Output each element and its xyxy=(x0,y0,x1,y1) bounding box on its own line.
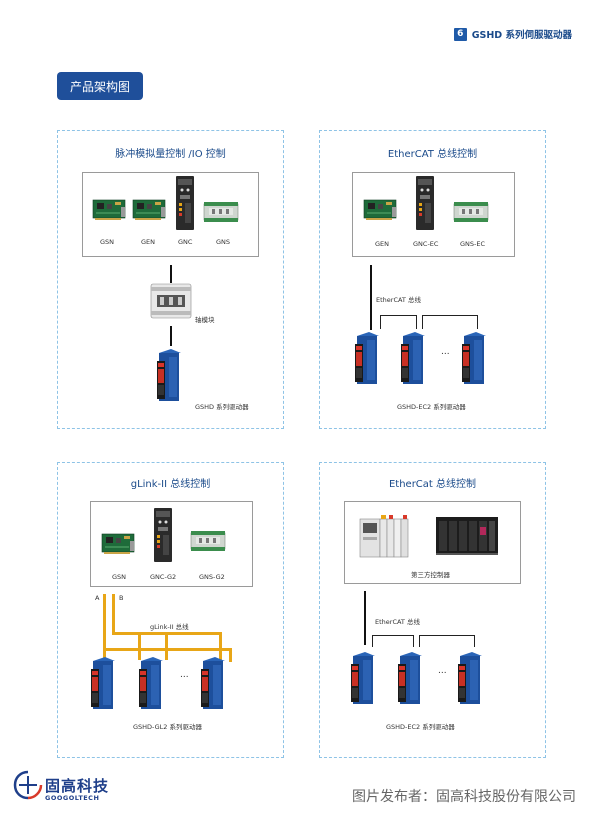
device-label: GNS-G2 xyxy=(199,573,225,581)
device-label: GEN xyxy=(375,240,390,248)
bus-link xyxy=(419,635,420,647)
servo-drive-image xyxy=(401,332,425,384)
controller-label: 第三方控制器 xyxy=(411,571,450,579)
logo-text: 固高科技 xyxy=(45,777,110,795)
glink-bus-drop xyxy=(138,635,141,660)
port-a-label: A xyxy=(95,594,100,602)
logo-subtext: GOOGOLTECH xyxy=(45,794,100,802)
bus-link xyxy=(413,635,414,647)
connection-line xyxy=(170,326,172,346)
servo-drive-image xyxy=(91,657,115,709)
panel-glink: gLink-II 总线控制 GSN GNC-G2 GNS-G2 A B gLin… xyxy=(57,462,284,758)
glink-bus-b xyxy=(112,594,115,634)
port-b-label: B xyxy=(119,594,124,602)
gen-card-image xyxy=(363,199,397,221)
device-label: GSN xyxy=(112,573,127,581)
driver-label: GSHD 系列驱动器 xyxy=(195,403,249,411)
servo-drive-image xyxy=(351,652,375,704)
gnc-ec-controller-image xyxy=(416,176,434,230)
panel-ethercat: EtherCAT 总线控制 GEN GNC-EC GNS-EC EtherCAT… xyxy=(319,130,546,429)
bus-label: EtherCAT 总线 xyxy=(376,296,421,304)
bus-link xyxy=(419,635,475,636)
servo-drive-image xyxy=(462,332,486,384)
panel-title: 脉冲模拟量控制 /IO 控制 xyxy=(115,149,226,160)
connection-line xyxy=(170,265,172,283)
gsn-card-image xyxy=(101,533,135,555)
bus-link xyxy=(422,315,423,329)
bus-link xyxy=(380,315,417,316)
gnc-controller-image xyxy=(176,176,194,230)
device-label: GEN xyxy=(141,238,156,246)
glink-bus-a xyxy=(103,594,106,650)
bus-link xyxy=(422,315,478,316)
watermark: 图片发布者：固高科技股份有限公司 xyxy=(352,789,576,805)
panel-title: gLink-II 总线控制 xyxy=(130,479,211,490)
servo-drive-image xyxy=(139,657,163,709)
header-title: GSHD 系列伺服驱动器 xyxy=(471,30,572,41)
bus-link xyxy=(477,315,478,329)
bus-link xyxy=(416,315,417,329)
glink-bus-drop xyxy=(229,648,232,662)
axis-module-label: 轴模块 xyxy=(195,316,215,324)
device-label: GSN xyxy=(100,238,115,246)
ethercat-bus-line xyxy=(364,591,366,645)
panel-ethercat-third-party: EtherCat 总线控制 第三方控制器 EtherCAT 总线 ... GSH… xyxy=(319,462,546,758)
ellipsis: ... xyxy=(180,670,189,680)
servo-drive-image xyxy=(458,652,482,704)
bus-link xyxy=(372,635,414,636)
servo-drive-image xyxy=(355,332,379,384)
ellipsis: ... xyxy=(438,666,447,676)
plc-controller-image xyxy=(359,515,409,558)
bus-link xyxy=(474,635,475,647)
bus-label: gLink-II 总线 xyxy=(150,623,189,631)
device-label: GNC-G2 xyxy=(150,573,177,581)
gsn-card-image xyxy=(92,199,126,221)
bus-label: EtherCAT 总线 xyxy=(375,618,420,626)
googoltech-logo-icon xyxy=(13,770,43,800)
gns-g2-terminal-image xyxy=(190,530,226,552)
device-label: GNS xyxy=(216,238,231,246)
glink-bus-drop xyxy=(219,635,222,660)
ellipsis: ... xyxy=(441,347,450,357)
gnc-g2-controller-image xyxy=(154,508,172,562)
device-label: GNS-EC xyxy=(460,240,486,248)
servo-drive-image xyxy=(398,652,422,704)
section-title: 产品架构图 xyxy=(57,72,143,100)
driver-label: GSHD-EC2 系列驱动器 xyxy=(386,723,455,731)
gen-card-image xyxy=(132,199,166,221)
servo-drive-image xyxy=(157,349,181,401)
bus-link xyxy=(372,635,373,647)
driver-label: GSHD-GL2 系列驱动器 xyxy=(133,723,202,731)
driver-label: GSHD-EC2 系列驱动器 xyxy=(397,403,466,411)
panel-pulse-io: 脉冲模拟量控制 /IO 控制 GSN GEN GNC GNS 轴模块 GSHD … xyxy=(57,130,284,429)
axis-module-image xyxy=(150,283,192,319)
bus-link xyxy=(380,315,381,329)
panel-title: EtherCat 总线控制 xyxy=(388,479,477,490)
device-label: GNC-EC xyxy=(413,240,439,248)
page-header: 6 GSHD 系列伺服驱动器 xyxy=(453,27,572,41)
gns-ec-terminal-image xyxy=(453,201,489,223)
ethercat-bus-line xyxy=(370,265,372,330)
servo-drive-image xyxy=(201,657,225,709)
glink-bus-b xyxy=(112,632,222,635)
panel-title: EtherCAT 总线控制 xyxy=(387,149,478,160)
glink-bus-drop xyxy=(165,635,168,660)
gns-terminal-image xyxy=(203,201,239,223)
rack-controller-image xyxy=(436,517,498,555)
page-number: 6 xyxy=(453,27,467,41)
glink-bus-drop xyxy=(103,648,106,662)
device-label: GNC xyxy=(178,238,193,246)
